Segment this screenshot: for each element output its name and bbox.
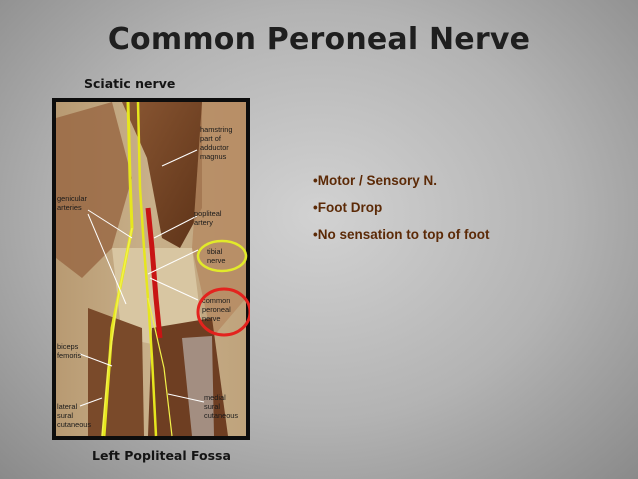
- bullet-list: •Motor / Sensory N. •Foot Drop •No sensa…: [313, 171, 489, 252]
- anatomy-figure: hamstring part of adductor magnus genicu…: [52, 98, 250, 440]
- lateral-gastrocnemius: [88, 308, 144, 436]
- bullet-motor-sensory: •Motor / Sensory N.: [313, 173, 437, 188]
- lateral-muscle: [56, 102, 132, 278]
- label-medial-sural-cutaneous: medial sural cutaneous: [204, 393, 238, 420]
- caption-sciatic-nerve: Sciatic nerve: [84, 76, 176, 91]
- label-common-peroneal-nerve: common peroneal nerve: [202, 296, 233, 323]
- label-popliteal-artery: popliteal artery: [194, 209, 224, 227]
- label-biceps-femoris: biceps femoris: [57, 342, 82, 360]
- bullet-no-sensation: •No sensation to top of foot: [313, 227, 490, 242]
- bullet-foot-drop: •Foot Drop: [313, 200, 383, 215]
- popliteal-fossa-illustration: hamstring part of adductor magnus genicu…: [56, 101, 250, 437]
- slide-title: Common Peroneal Nerve: [107, 22, 531, 57]
- label-hamstring: hamstring part of adductor magnus: [200, 125, 235, 161]
- peroneal-nerve-path: [101, 227, 133, 437]
- label-lateral-sural-cutaneous: lateral sural cutaneous: [57, 402, 91, 429]
- popliteal-artery: [145, 207, 163, 339]
- tibial-nerve-path: [136, 101, 158, 437]
- tibial-nerve-highlight: [196, 239, 248, 273]
- label-genicular-arteries: genicular arteries: [57, 194, 89, 212]
- tendon-sheen: [182, 336, 214, 436]
- peroneal-nerve-highlight: [196, 287, 250, 337]
- label-tibial-nerve: tibial nerve: [207, 247, 226, 265]
- medial-muscle: [192, 102, 246, 338]
- sural-nerve-path: [147, 297, 173, 437]
- hamstring-muscle: [122, 102, 202, 248]
- caption-left-popliteal-fossa: Left Popliteal Fossa: [92, 448, 231, 463]
- pointer-lines: [79, 149, 205, 407]
